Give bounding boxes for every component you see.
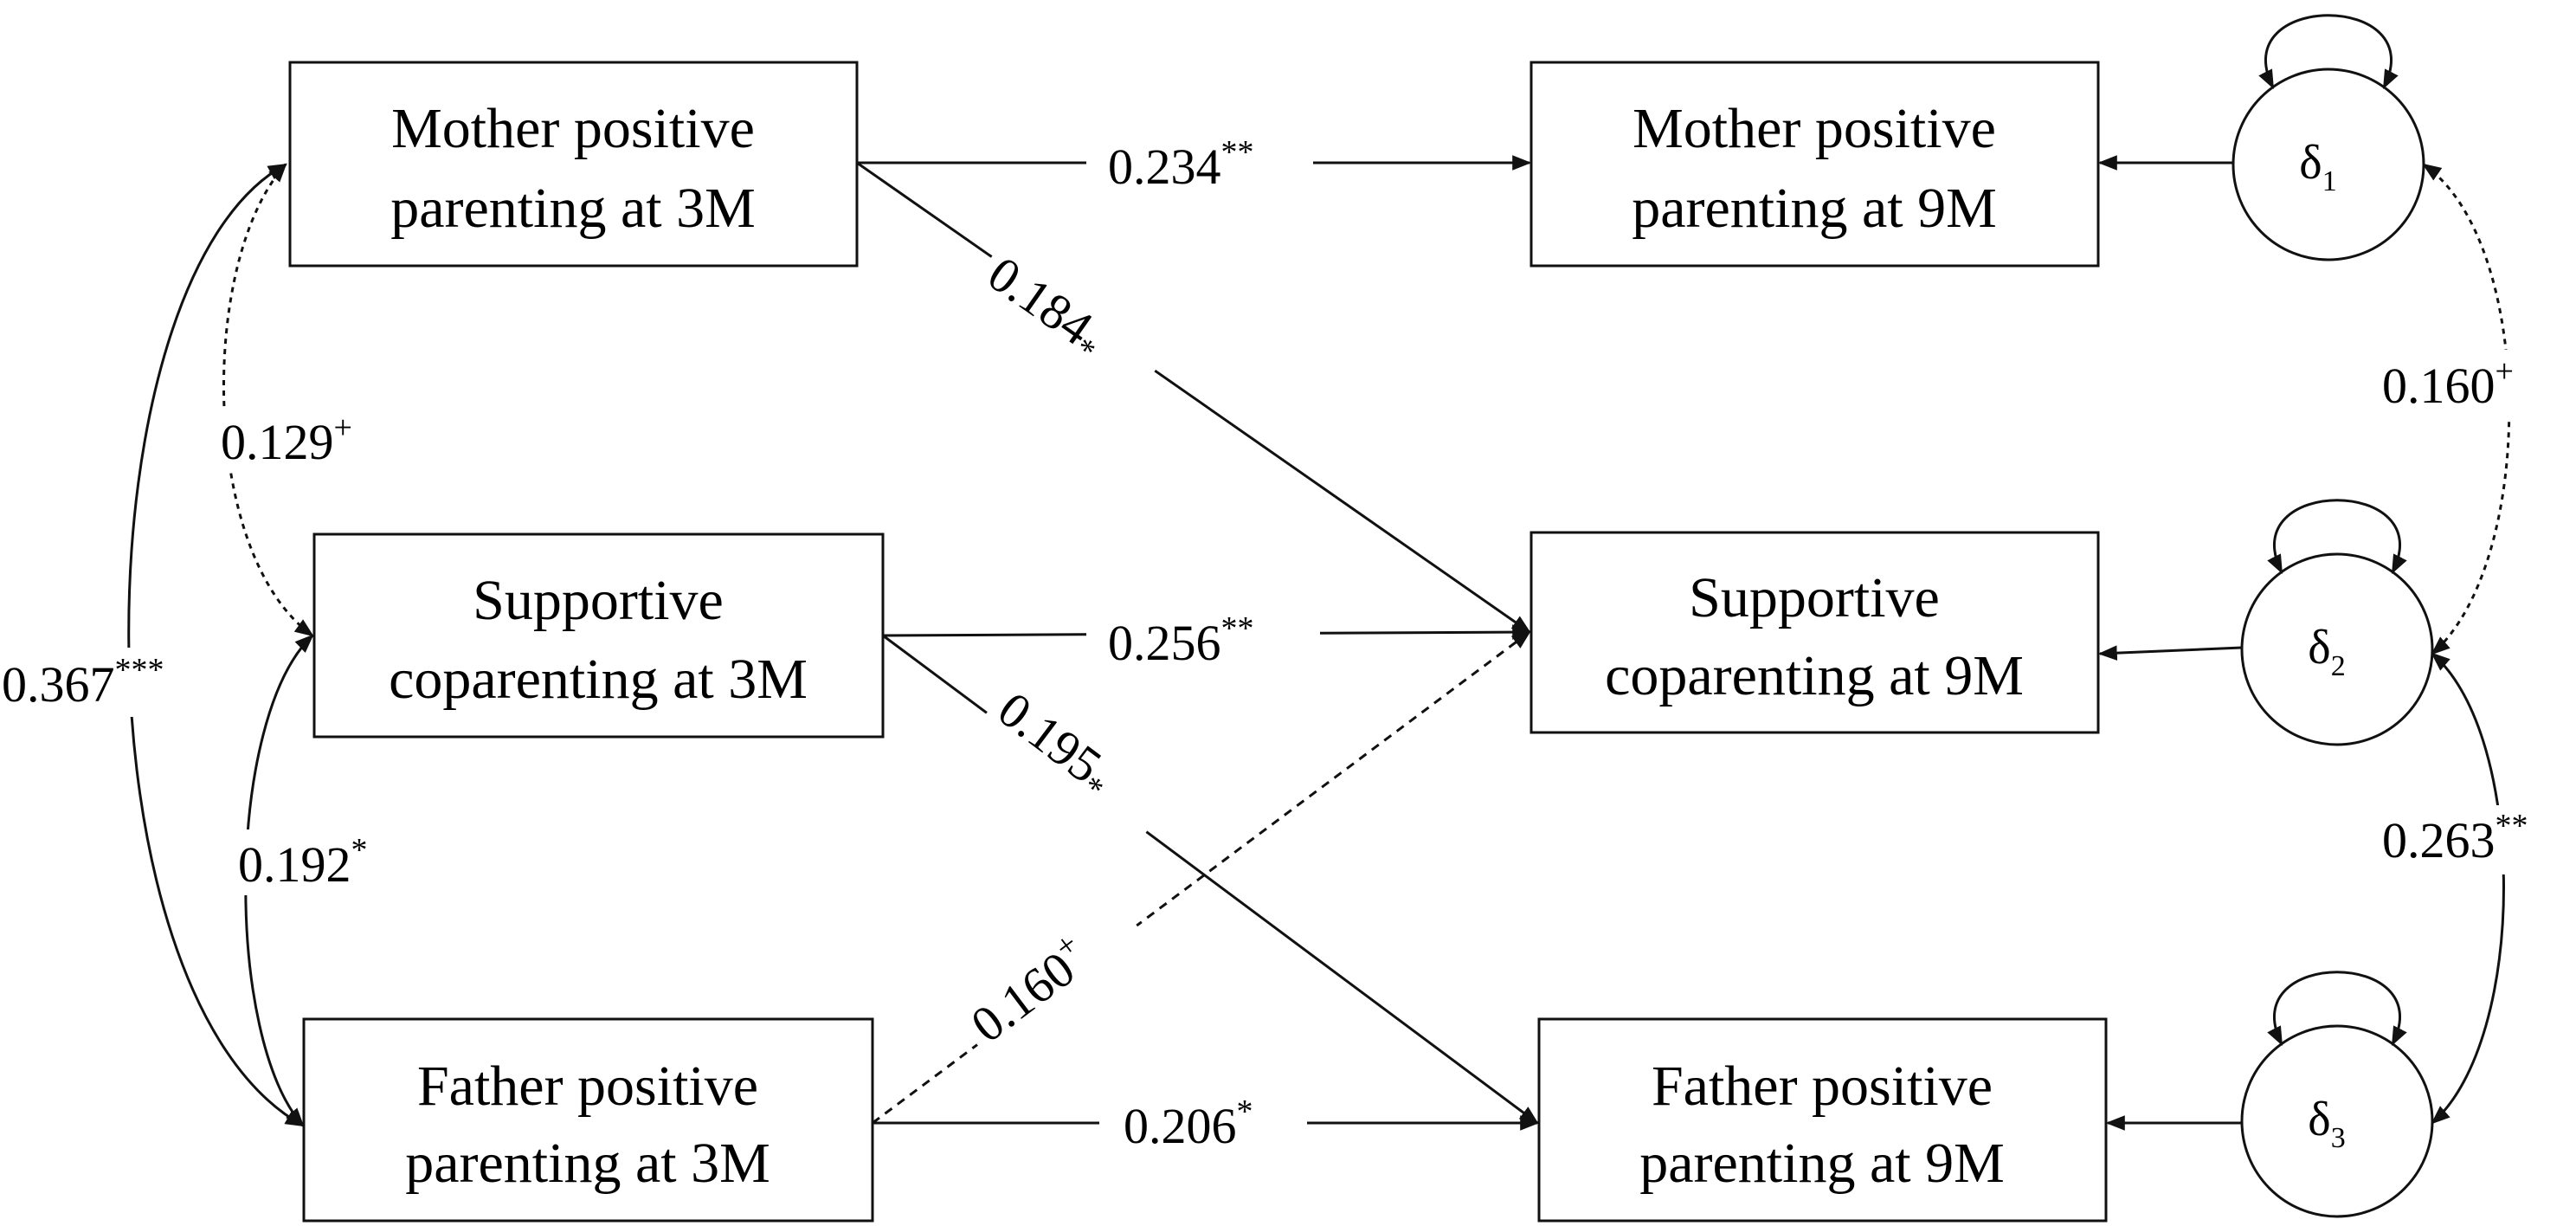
cov-mother3m-coparenting3m [222,163,314,637]
box-father-3m-line1: Father positive [417,1055,758,1118]
label-father3m-father9m: 0.206* [1124,1094,1253,1154]
residual-d3: δ3 [2240,971,2434,1218]
residual-d3-variance-arrow [2267,971,2407,1046]
box-coparenting-9m: Supportive coparenting at 9M [1530,531,2100,734]
path-mother3m-coparenting9m [856,161,1531,634]
box-father-3m: Father positive parenting at 3M [302,1017,874,1223]
box-father-9m: Father positive parenting at 9M [1537,1017,2108,1223]
box-mother-9m-line1: Mother positive [1633,97,1996,160]
label-cov-d2-d3: 0.263** [2382,808,2528,868]
label-cov-mother3m-coparenting3m: 0.129+ [221,410,352,470]
cov-d2-d3 [2431,652,2505,1125]
box-mother-3m-line1: Mother positive [391,97,755,160]
cov-mother3m-father3m [127,163,305,1127]
label-cov-d1-d2: 0.160+ [2382,353,2514,414]
residual-d2-variance-arrow [2267,499,2407,574]
path-coparenting3m-father9m [882,634,1539,1125]
box-coparenting-9m-line2: coparenting at 9M [1605,644,2024,707]
box-coparenting-9m-line1: Supportive [1689,566,1940,629]
label-mother3m-mother9m: 0.234** [1108,134,1254,195]
box-mother-9m-line2: parenting at 9M [1632,177,1997,240]
box-coparenting-3m-line1: Supportive [473,569,724,632]
box-mother-3m-line2: parenting at 3M [390,177,756,240]
label-cov-coparenting3m-father3m: 0.192* [238,832,368,893]
box-mother-9m: Mother positive parenting at 9M [1530,61,2100,268]
label-cov-mother3m-father3m: 0.367*** [2,652,164,713]
residual-d1-variance-arrow [2258,14,2399,89]
residual-d3-symbol: δ3 [2308,1093,2345,1154]
box-mother-3m: Mother positive parenting at 3M [288,61,859,268]
label-coparenting3m-coparenting9m: 0.256** [1108,610,1254,671]
box-father-3m-line2: parenting at 3M [405,1132,770,1195]
box-father-9m-line2: parenting at 9M [1639,1132,2005,1195]
path-father3m-coparenting9m [872,630,1531,1125]
box-father-9m-line1: Father positive [1652,1055,1993,1118]
box-coparenting-3m: Supportive coparenting at 3M [312,532,885,739]
residual-d2-symbol: δ2 [2308,621,2345,682]
residual-d2: δ2 [2240,499,2434,746]
residual-d1: δ1 [2231,14,2425,261]
residual-d1-symbol: δ1 [2299,136,2336,197]
box-coparenting-3m-line2: coparenting at 3M [389,648,808,711]
d2-to-coparenting-9m-arrow [2097,645,2243,661]
